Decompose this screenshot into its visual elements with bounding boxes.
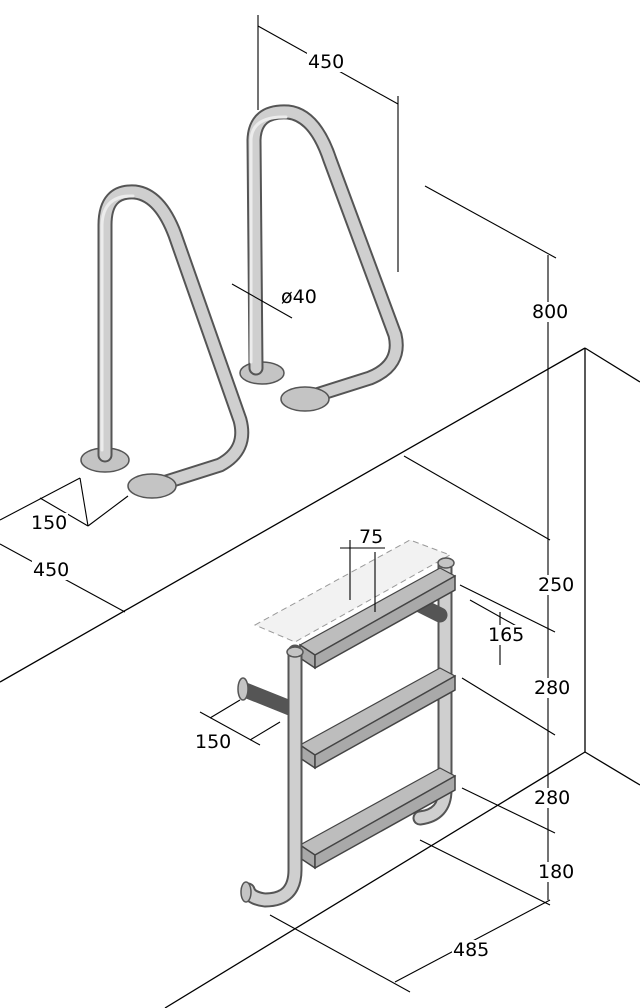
dim-handrail-width-base: 450 bbox=[32, 559, 71, 581]
dim-step-depth: 75 bbox=[358, 526, 385, 548]
dim-bottom-clearance: 180 bbox=[537, 861, 576, 883]
dim-side-offset: 150 bbox=[194, 731, 233, 753]
handrail-right bbox=[239, 104, 404, 412]
ladder bbox=[237, 539, 457, 908]
dim-foot-offset: 150 bbox=[30, 512, 69, 534]
dim-bumper-offset: 165 bbox=[487, 624, 526, 646]
dim-step-spacing-1: 280 bbox=[533, 677, 572, 699]
dim-handrail-height: 800 bbox=[531, 301, 570, 323]
dim-handrail-width-top: 450 bbox=[307, 51, 346, 73]
dim-top-step-drop: 250 bbox=[537, 574, 576, 596]
pool-wall bbox=[0, 347, 640, 1008]
dim-ladder-width: 485 bbox=[452, 939, 491, 961]
dim-step-spacing-2: 280 bbox=[533, 787, 572, 809]
dim-tube-diameter: ø40 bbox=[280, 286, 318, 308]
handrail-left bbox=[80, 184, 250, 499]
